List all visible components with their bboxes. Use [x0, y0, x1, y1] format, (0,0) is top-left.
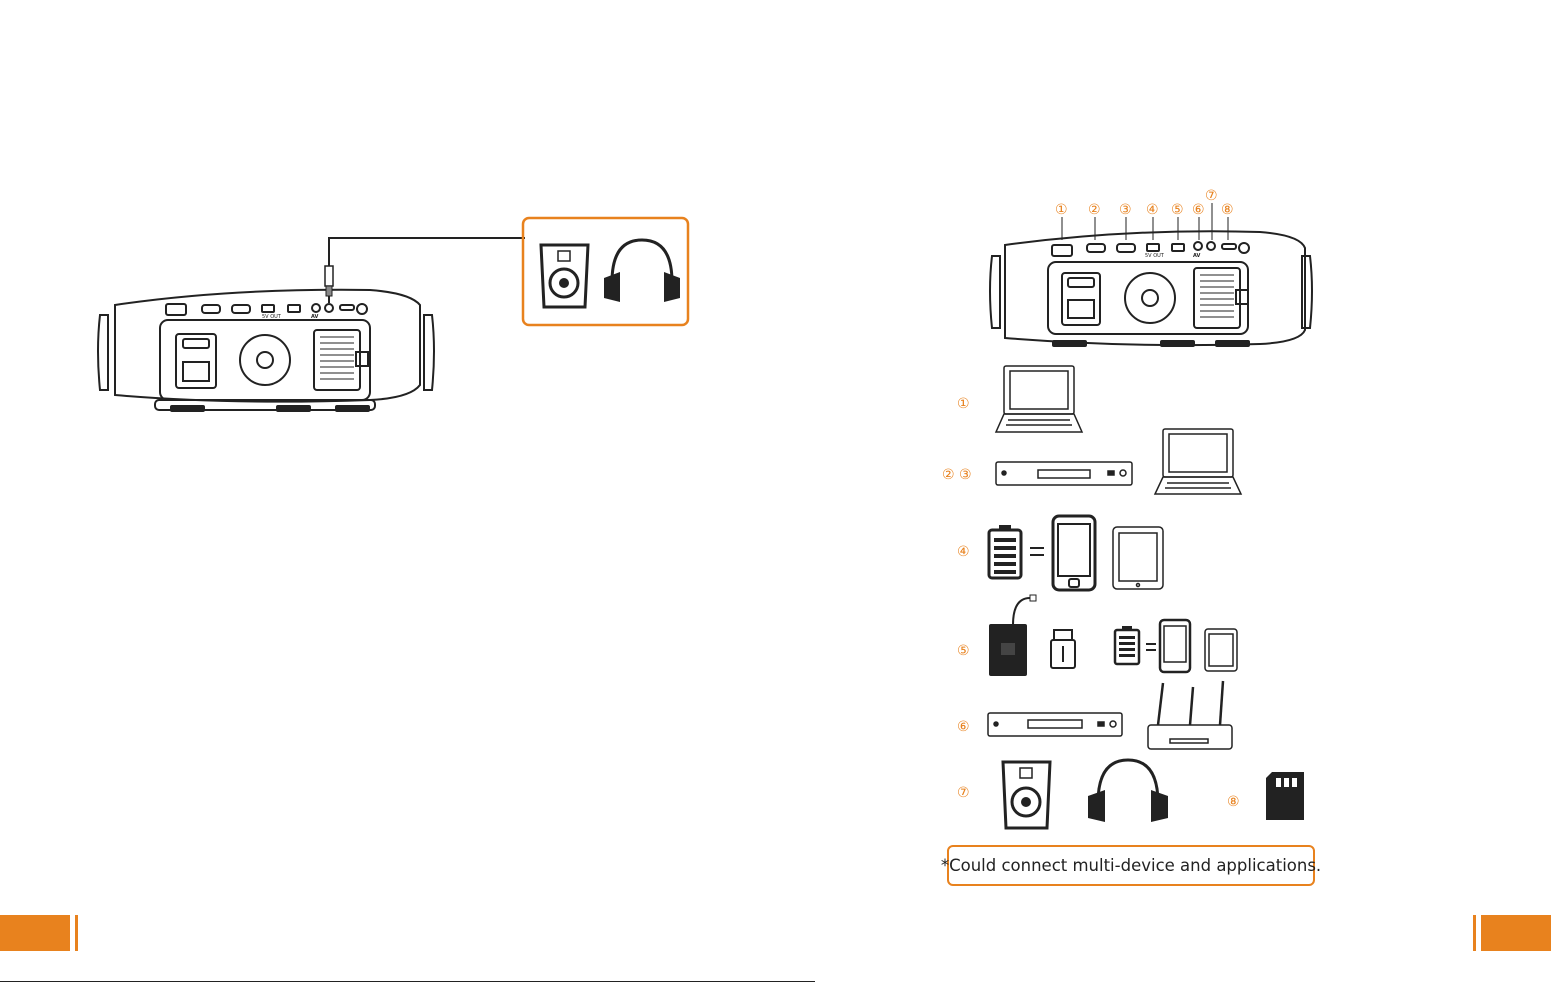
speaker-icon-right	[1003, 762, 1050, 828]
laptop-icon	[996, 366, 1082, 432]
callout-8: ⑧	[1221, 202, 1234, 218]
smartphone-icon-small	[1160, 620, 1190, 672]
headphones-icon-right	[1088, 760, 1168, 822]
audio-cable	[325, 238, 525, 303]
row-label-4: ④	[957, 544, 970, 560]
page-marker-right-rule	[1473, 915, 1476, 951]
callout-1: ①	[1055, 202, 1068, 218]
multi-device-note: *Could connect multi-device and applicat…	[947, 845, 1315, 886]
headphones-icon	[604, 240, 680, 302]
projector-rear-view-left	[98, 290, 434, 410]
av-player-icon	[988, 713, 1122, 736]
speaker-icon	[541, 245, 588, 307]
tablet-icon-small	[1205, 629, 1237, 671]
battery-icon	[989, 525, 1021, 578]
row-label-6: ⑥	[957, 719, 970, 735]
equals-icon	[1030, 548, 1044, 555]
row-label-8: ⑧	[1227, 794, 1240, 810]
left-5v-out-label: 5V OUT	[262, 314, 282, 320]
left-connection-diagram: 5V OUT AV	[0, 0, 780, 470]
row-label-7: ⑦	[957, 785, 970, 801]
left-av-label: AV	[311, 314, 319, 320]
bottom-rule	[0, 981, 815, 982]
media-player-icon	[996, 462, 1132, 485]
laptop-icon-2	[1155, 429, 1241, 494]
callout-7: ⑦	[1205, 188, 1218, 204]
tablet-icon	[1113, 527, 1163, 589]
page-marker-left	[0, 915, 70, 951]
router-icon	[1148, 681, 1232, 749]
right-av-label: AV	[1193, 253, 1201, 259]
port-callouts: ① ② ③ ④ ⑤ ⑥ ⑦ ⑧	[1055, 188, 1234, 218]
right-connection-diagram: ① ② ③ ④ ⑤ ⑥ ⑦ ⑧	[900, 180, 1360, 845]
callout-4: ④	[1146, 202, 1159, 218]
right-5v-out-label: 5V OUT	[1145, 253, 1165, 259]
smartphone-icon	[1053, 516, 1095, 590]
usb-stick-icon	[1051, 630, 1075, 668]
battery-icon-small	[1115, 626, 1139, 664]
page-marker-right	[1481, 915, 1551, 951]
projector-rear-view-right	[990, 231, 1312, 345]
usb-drive-box-icon	[989, 595, 1036, 676]
page-marker-left-rule	[75, 915, 78, 951]
sd-card-icon	[1266, 772, 1304, 820]
callout-2: ②	[1088, 202, 1101, 218]
callout-3: ③	[1119, 202, 1132, 218]
row-label-5: ⑤	[957, 643, 970, 659]
equals-icon-2	[1146, 644, 1156, 650]
callout-6: ⑥	[1192, 202, 1205, 218]
row-label-2-3: ② ③	[942, 467, 972, 483]
row-label-1: ①	[957, 396, 970, 412]
callout-5: ⑤	[1171, 202, 1184, 218]
